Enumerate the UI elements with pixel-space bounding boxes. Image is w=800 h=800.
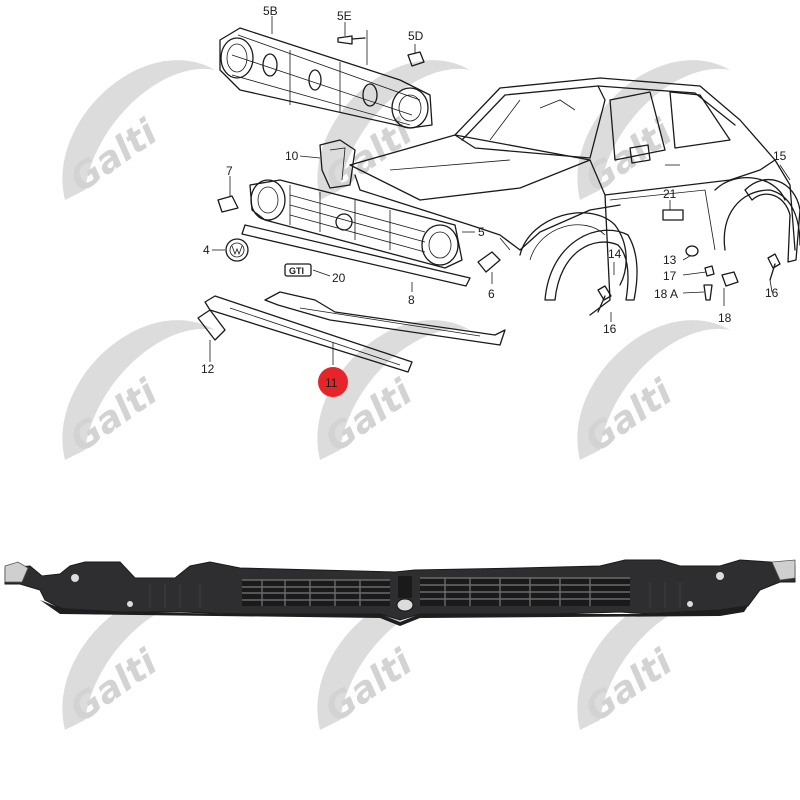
- part-18a-screw[interactable]: [703, 284, 713, 301]
- part-4-vw-emblem[interactable]: [225, 238, 249, 262]
- gti-badge-text: GTI: [289, 266, 304, 276]
- part-20-gti-badge[interactable]: GTI: [284, 263, 312, 277]
- spoiler-grille-photo: [4, 559, 796, 626]
- callout-4: 4: [203, 243, 210, 257]
- highlight-callout-11[interactable]: 11: [318, 367, 348, 397]
- part-8-bumper-strip[interactable]: [241, 224, 471, 287]
- part-11-spoiler-grille-diagram[interactable]: [204, 291, 506, 373]
- part-6-cover[interactable]: [477, 251, 501, 273]
- watermark: Galti: [62, 320, 215, 461]
- callout-21: 21: [663, 187, 677, 201]
- watermark: Galti: [577, 60, 730, 201]
- callout-5e: 5E: [337, 9, 352, 23]
- callout-10: 10: [285, 149, 299, 163]
- highlight-marker: [318, 367, 348, 397]
- callout-12: 12: [201, 362, 215, 376]
- callout-5: 5: [478, 225, 485, 239]
- callout-18: 18: [718, 311, 732, 325]
- part-10-bracket[interactable]: [319, 139, 356, 189]
- part-5e-screw[interactable]: [337, 30, 368, 65]
- callout-13: 13: [663, 253, 677, 267]
- callout-16-rear: 16: [765, 286, 779, 300]
- part-13-clip[interactable]: [685, 245, 699, 257]
- part-16-screw-rear[interactable]: [767, 253, 781, 281]
- callout-18a: 18 A: [654, 287, 678, 301]
- part-21-badge[interactable]: [662, 209, 684, 221]
- part-5-grille[interactable]: [249, 179, 463, 269]
- watermark: Galti: [62, 60, 215, 201]
- callout-6: 6: [488, 287, 495, 301]
- part-7-bracket[interactable]: [217, 195, 239, 213]
- grille-slots-left: [242, 579, 390, 606]
- grille-slots-right: [420, 577, 630, 606]
- part-17-rivet[interactable]: [704, 265, 715, 277]
- callout-20: 20: [332, 271, 346, 285]
- callout-7: 7: [226, 164, 233, 178]
- callout-11: 11: [325, 376, 338, 390]
- callout-8: 8: [408, 293, 415, 307]
- part-14-arch-flare[interactable]: [544, 229, 638, 301]
- callout-14: 14: [608, 247, 622, 261]
- part-5b-grille-upper[interactable]: [219, 27, 433, 129]
- leader-lines: [212, 16, 791, 365]
- callout-labels: 5B 5E 5D 10 7 5 4 20 8 6 12 15 21 14 13 …: [201, 4, 787, 376]
- part-18-nut[interactable]: [721, 271, 739, 287]
- part-5d-clip[interactable]: [407, 51, 425, 67]
- part-15-arch-flare[interactable]: [744, 179, 800, 263]
- part-12-side-bracket[interactable]: [197, 309, 226, 362]
- callout-17: 17: [663, 269, 677, 283]
- callout-16-front: 16: [603, 322, 617, 336]
- callout-5b: 5B: [263, 4, 278, 18]
- watermark: Galti: [577, 320, 730, 461]
- watermark-layer: Galti Galti Galti Galti Galti Galti Galt…: [62, 60, 730, 731]
- callout-5d: 5D: [408, 29, 424, 43]
- callout-15: 15: [773, 149, 787, 163]
- part-16-screw-front[interactable]: [597, 285, 612, 313]
- car-body-drawing: [349, 77, 800, 316]
